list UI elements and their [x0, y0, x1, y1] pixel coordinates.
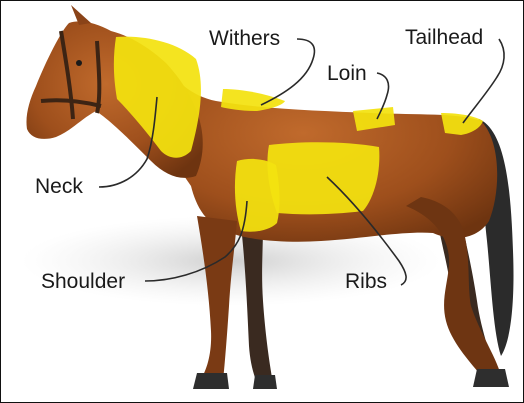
horse-near-front-hoof	[193, 373, 229, 389]
loin-label: Loin	[327, 63, 367, 84]
shoulder-label: Shoulder	[41, 271, 125, 292]
shoulder-region-highlight	[235, 159, 280, 232]
horse-far-front-hoof	[253, 375, 277, 389]
ribs-label: Ribs	[345, 271, 387, 292]
withers-region-highlight	[221, 89, 285, 111]
tailhead-leader-line	[463, 39, 504, 123]
tailhead-label: Tailhead	[405, 27, 483, 48]
neck-label: Neck	[35, 176, 83, 197]
horse-near-hind-hoof	[473, 369, 509, 387]
withers-label: Withers	[209, 28, 280, 49]
horse-eye	[76, 60, 82, 66]
ribs-region-highlight	[267, 142, 379, 214]
